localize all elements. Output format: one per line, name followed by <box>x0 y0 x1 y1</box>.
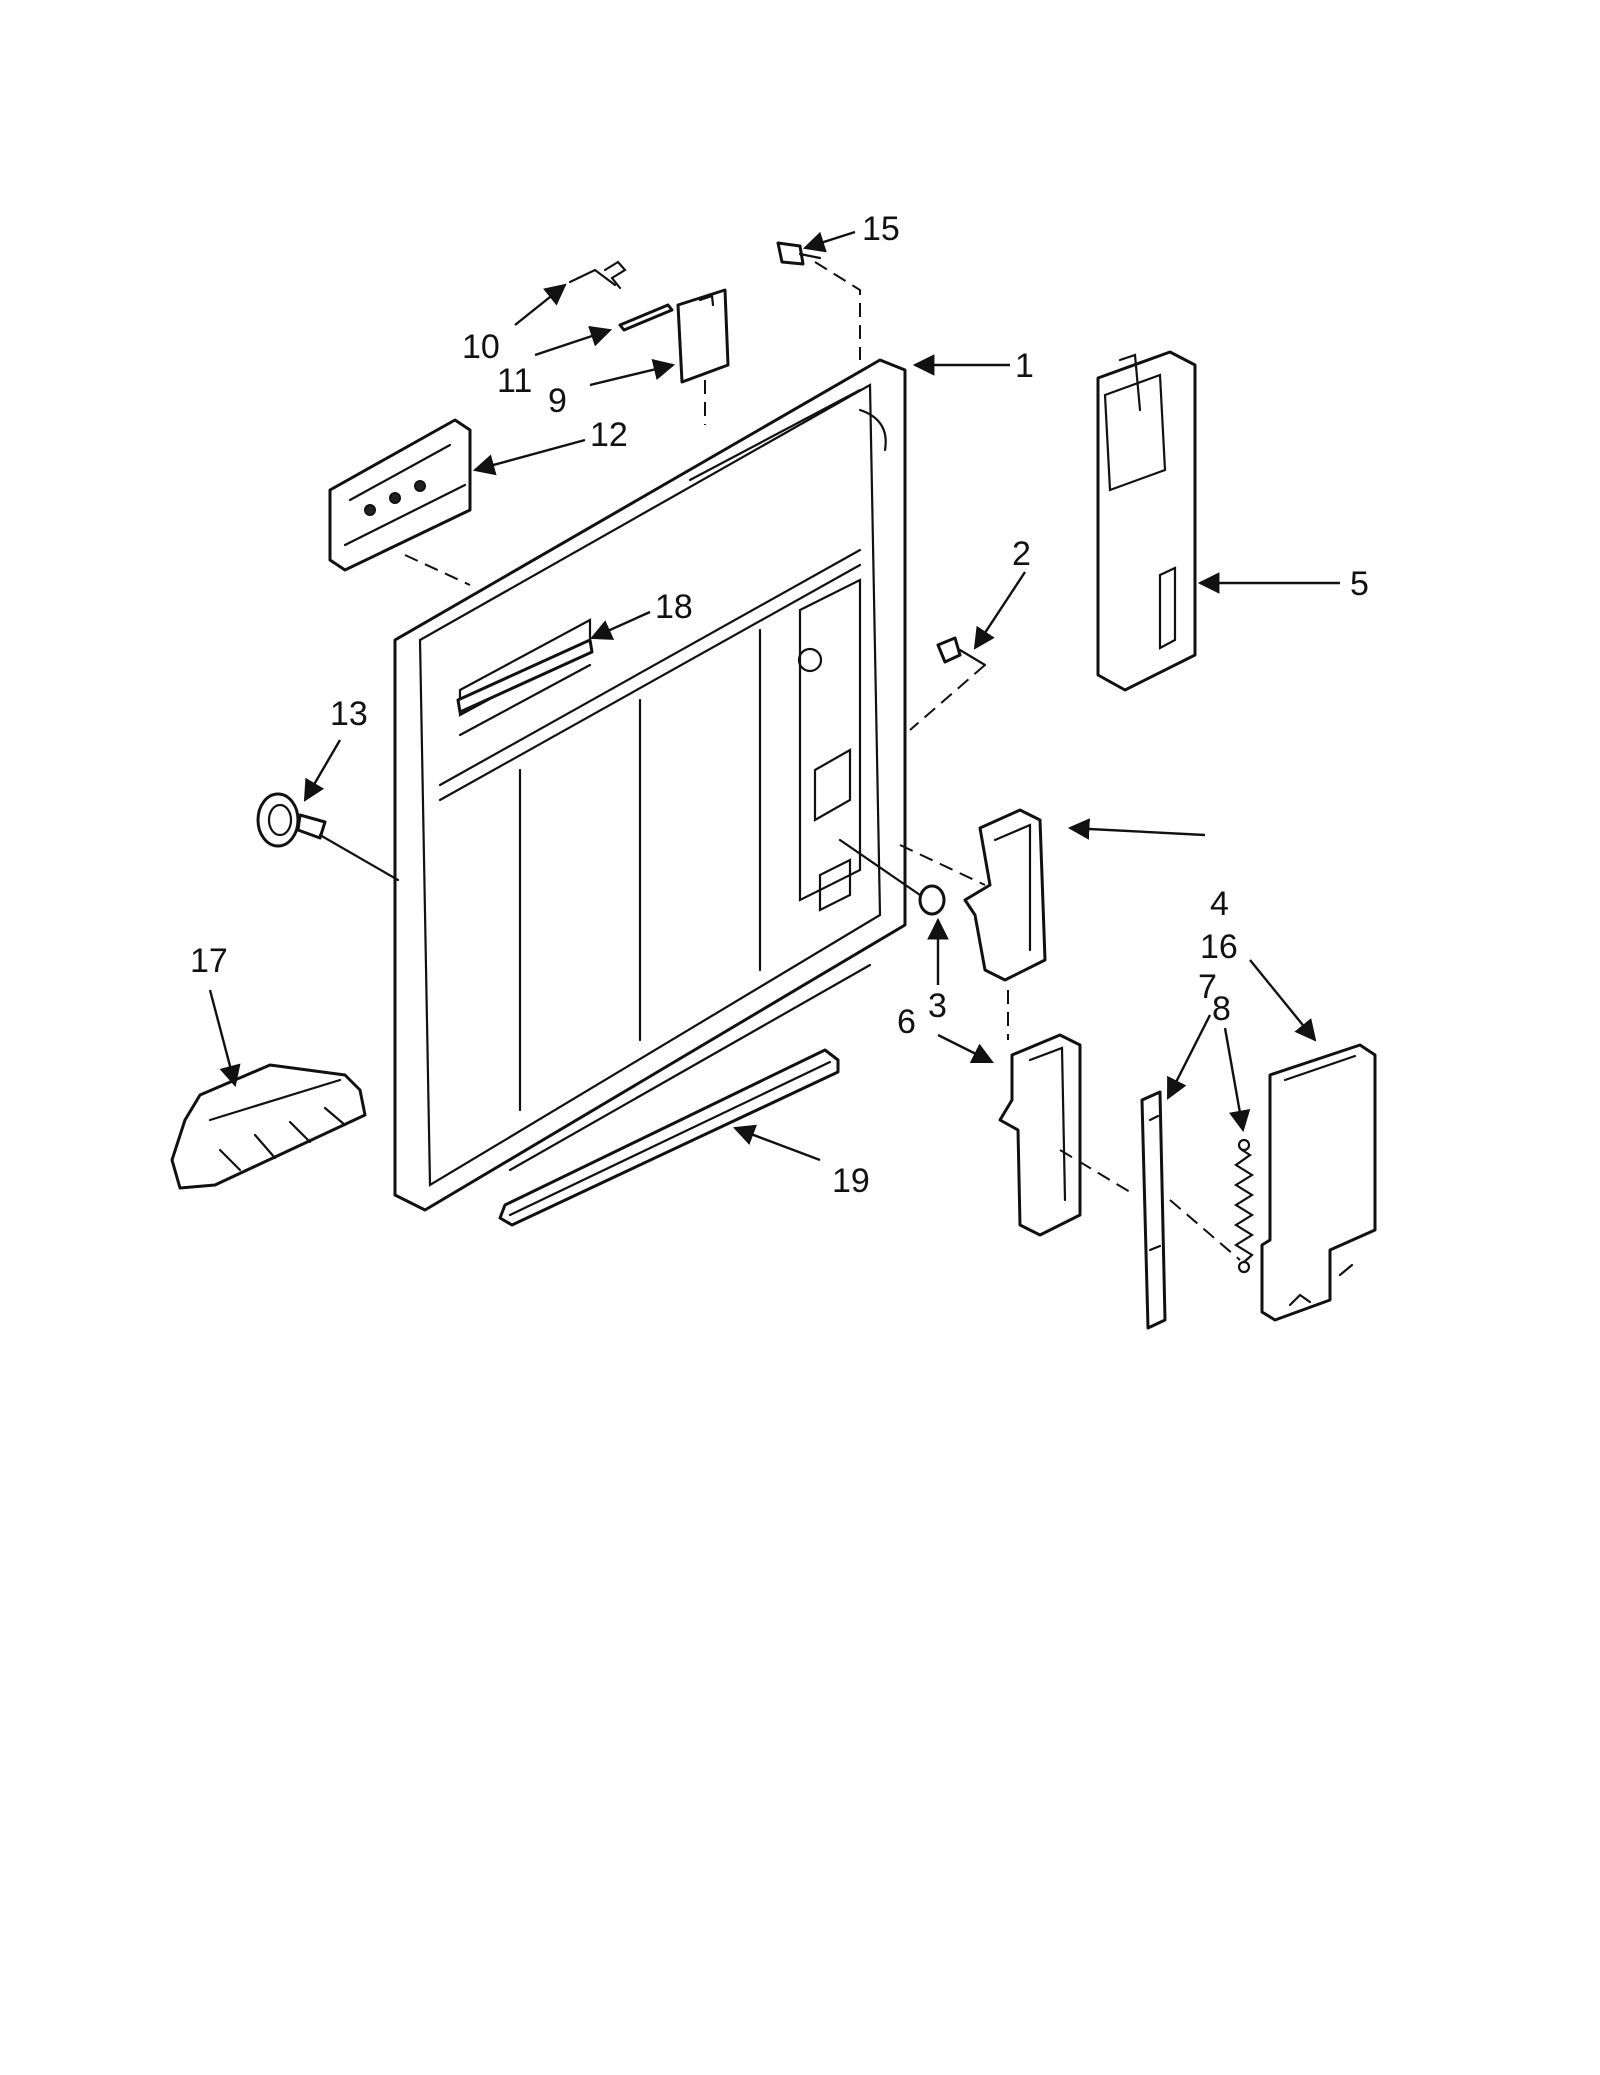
callout-4: 4 <box>1210 885 1229 923</box>
callout-16: 16 <box>1200 928 1238 966</box>
callout-19: 19 <box>832 1162 870 1200</box>
rinse-aid-knob <box>256 792 400 882</box>
vent-cover <box>676 288 730 425</box>
door-spring <box>1169 1138 1255 1274</box>
callout-18: 18 <box>655 588 693 626</box>
vent-assembly <box>328 418 472 586</box>
latch-assembly <box>1096 350 1197 692</box>
hinge-link <box>1140 1090 1167 1330</box>
inner-door-panel <box>393 358 907 1212</box>
gasket-strip <box>456 638 594 714</box>
callout-15: 15 <box>862 210 900 248</box>
bottom-seal-strip <box>498 1048 840 1227</box>
callout-1: 1 <box>1015 347 1034 385</box>
hinge-arm-lower <box>998 1033 1136 1237</box>
hinge-pin <box>618 303 674 332</box>
callout-3: 3 <box>928 987 947 1025</box>
callout-6: 6 <box>897 1003 916 1041</box>
door-switch-bracket <box>909 636 987 731</box>
callout-10: 10 <box>462 328 500 366</box>
screw <box>776 241 861 360</box>
callout-2: 2 <box>1012 535 1031 573</box>
side-panel <box>1260 1043 1377 1322</box>
hinge-arm-upper <box>899 808 1047 1040</box>
spring-clip <box>568 260 627 290</box>
toe-kick-cap <box>170 1063 367 1190</box>
callout-11: 11 <box>497 362 532 400</box>
callout-17: 17 <box>190 942 228 980</box>
grommet <box>838 838 946 916</box>
callout-13: 13 <box>330 695 368 733</box>
callout-12: 12 <box>590 416 628 454</box>
callout-5: 5 <box>1350 565 1369 603</box>
callout-labels: 15 10 11 9 12 1 2 5 18 13 4 16 7 3 6 8 1… <box>190 210 1369 1200</box>
callout-8: 8 <box>1212 990 1231 1028</box>
leader-lines <box>208 230 1340 1162</box>
callout-7: 7 <box>1198 968 1217 1006</box>
callout-9: 9 <box>548 382 567 420</box>
